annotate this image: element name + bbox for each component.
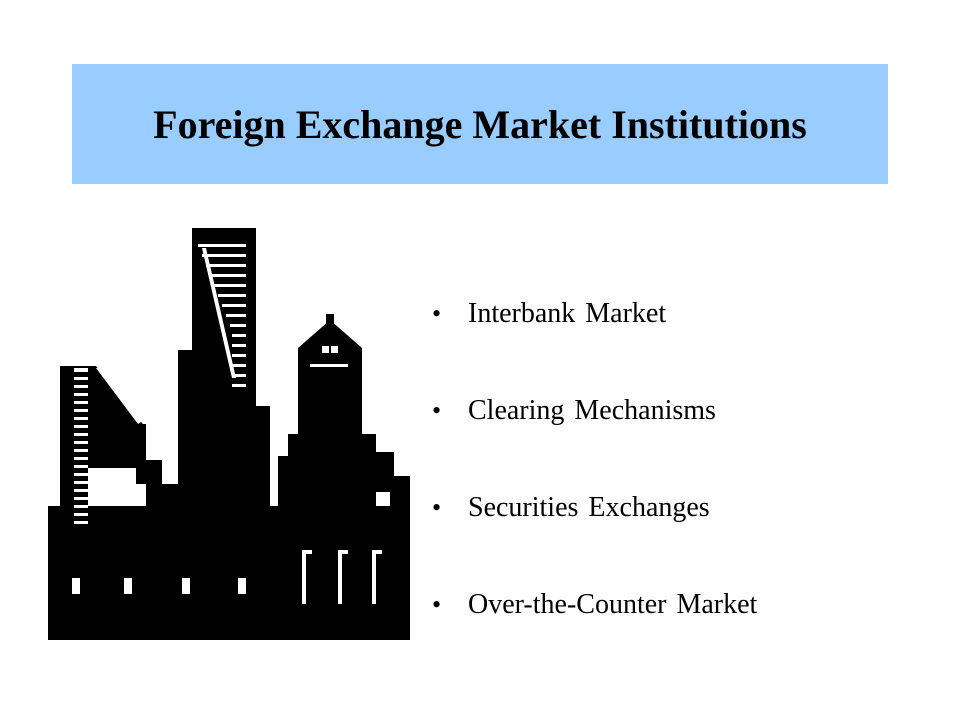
- city-skyline-icon: [48, 228, 410, 640]
- list-item: • Securities Exchanges: [432, 484, 757, 532]
- bullet-icon: •: [432, 590, 442, 619]
- bullet-text: Interbank Market: [468, 298, 667, 329]
- list-item: • Over-the-Counter Market: [432, 581, 757, 629]
- slide-title: Foreign Exchange Market Institutions: [153, 101, 807, 147]
- title-banner: Foreign Exchange Market Institutions: [72, 64, 888, 184]
- list-item: • Clearing Mechanisms: [432, 387, 757, 435]
- bullet-text: Securities Exchanges: [468, 492, 710, 523]
- bullet-icon: •: [432, 493, 442, 522]
- bullet-icon: •: [432, 396, 442, 425]
- bullet-text: Clearing Mechanisms: [468, 395, 716, 426]
- list-item: • Interbank Market: [432, 290, 757, 338]
- bullet-text: Over-the-Counter Market: [468, 589, 758, 620]
- bullet-icon: •: [432, 299, 442, 328]
- bullet-list: • Interbank Market • Clearing Mechanisms…: [432, 290, 757, 629]
